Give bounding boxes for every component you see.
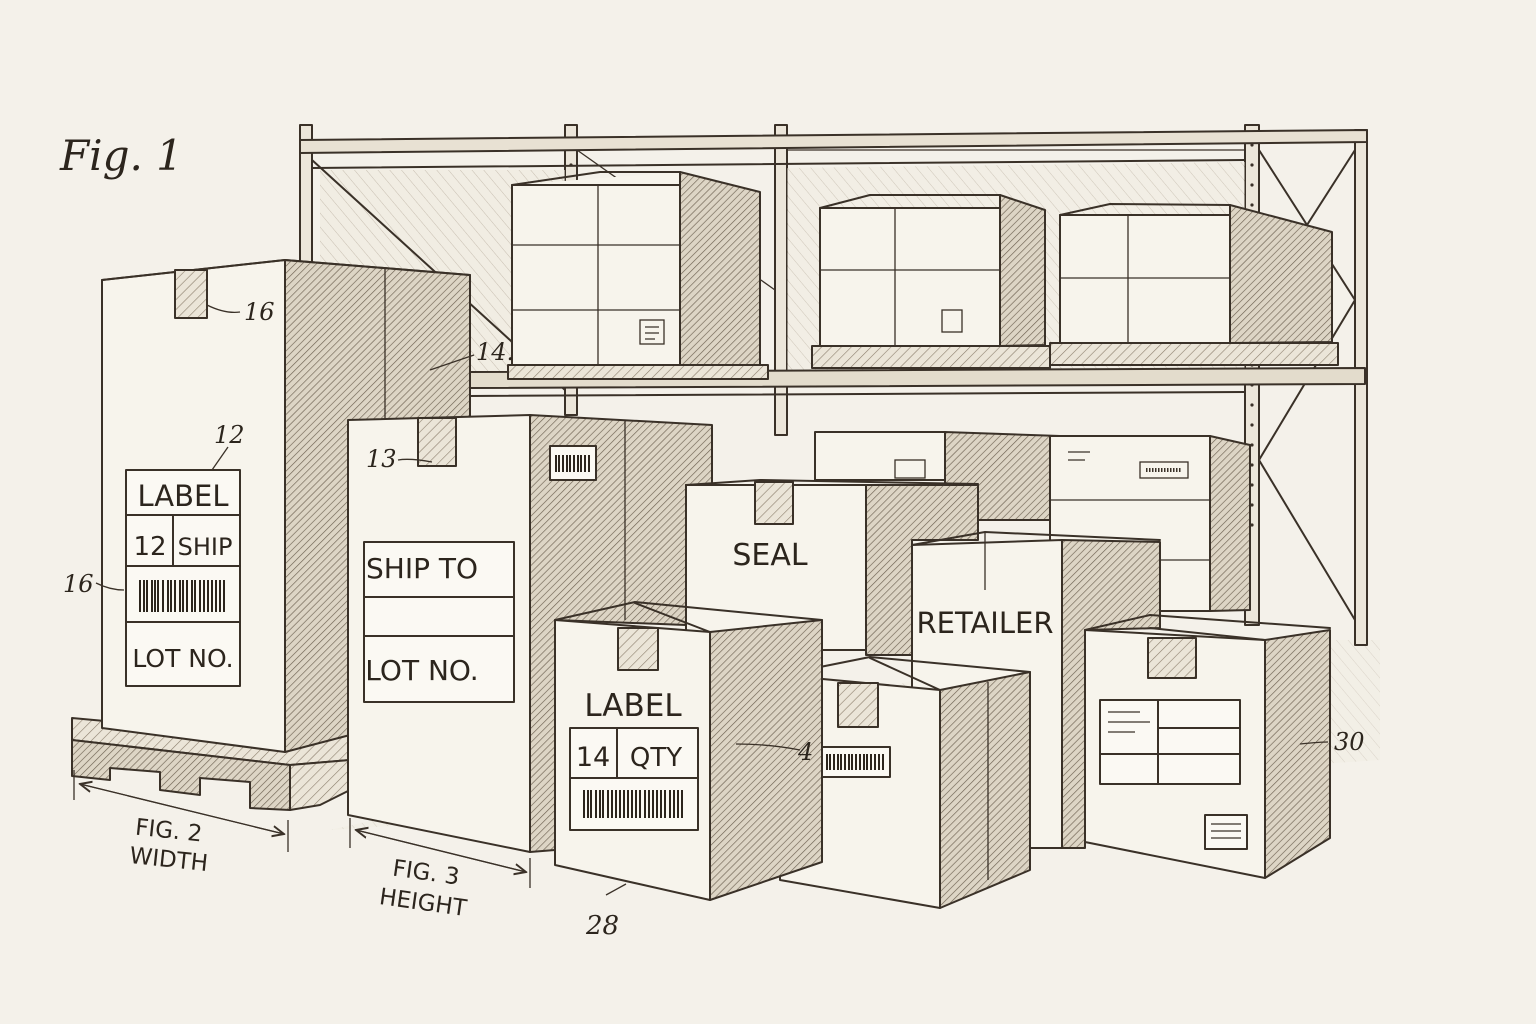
callout-16-left: 16	[63, 570, 94, 598]
front-label-number-cell: 14	[576, 742, 610, 773]
width-dimension-line2: WIDTH	[128, 843, 209, 877]
callout-12: 12	[214, 421, 245, 449]
width-dimension-line1: FIG. 2	[134, 815, 203, 848]
upper-shelf-load-right	[1049, 203, 1339, 366]
label-block-tall: LABEL 12 SHIP LOT NO.	[125, 469, 241, 687]
seal-box: SEAL	[685, 479, 979, 656]
upper-shelf-load-middle	[811, 194, 1051, 369]
seal-text: SEAL	[732, 538, 808, 573]
callout-13: 13	[366, 445, 397, 473]
callout-4: 4	[797, 738, 813, 766]
upper-shelf-load-left	[507, 171, 769, 380]
height-dimension-line1: FIG. 3	[391, 856, 461, 891]
lot-number-cell: LOT NO.	[132, 644, 233, 673]
lot-number-heading: LOT NO.	[365, 654, 478, 687]
ship-to-label: SHIP TO LOT NO.	[363, 541, 515, 703]
front-label-heading: LABEL	[584, 688, 682, 724]
callout-30: 30	[1334, 728, 1365, 756]
barcode	[139, 580, 225, 612]
callout-14: 14.	[476, 338, 514, 366]
label-number-cell: 12	[133, 532, 166, 562]
box-30	[1084, 614, 1331, 879]
front-label-box: LABEL 14 QTY	[554, 601, 823, 901]
figure-title: Fig. 1	[59, 131, 183, 180]
ship-to-heading: SHIP TO	[366, 552, 478, 585]
ship-cell: SHIP	[178, 533, 233, 561]
callout-lines	[95, 304, 1329, 896]
label-heading: LABEL	[137, 479, 228, 513]
callout-16-top: 16	[244, 298, 275, 326]
retailer-text: RETAILER	[917, 606, 1054, 640]
qty-cell: QTY	[630, 743, 682, 773]
width-dimension: FIG. 2 WIDTH	[73, 770, 289, 877]
callout-28: 28	[585, 911, 619, 941]
